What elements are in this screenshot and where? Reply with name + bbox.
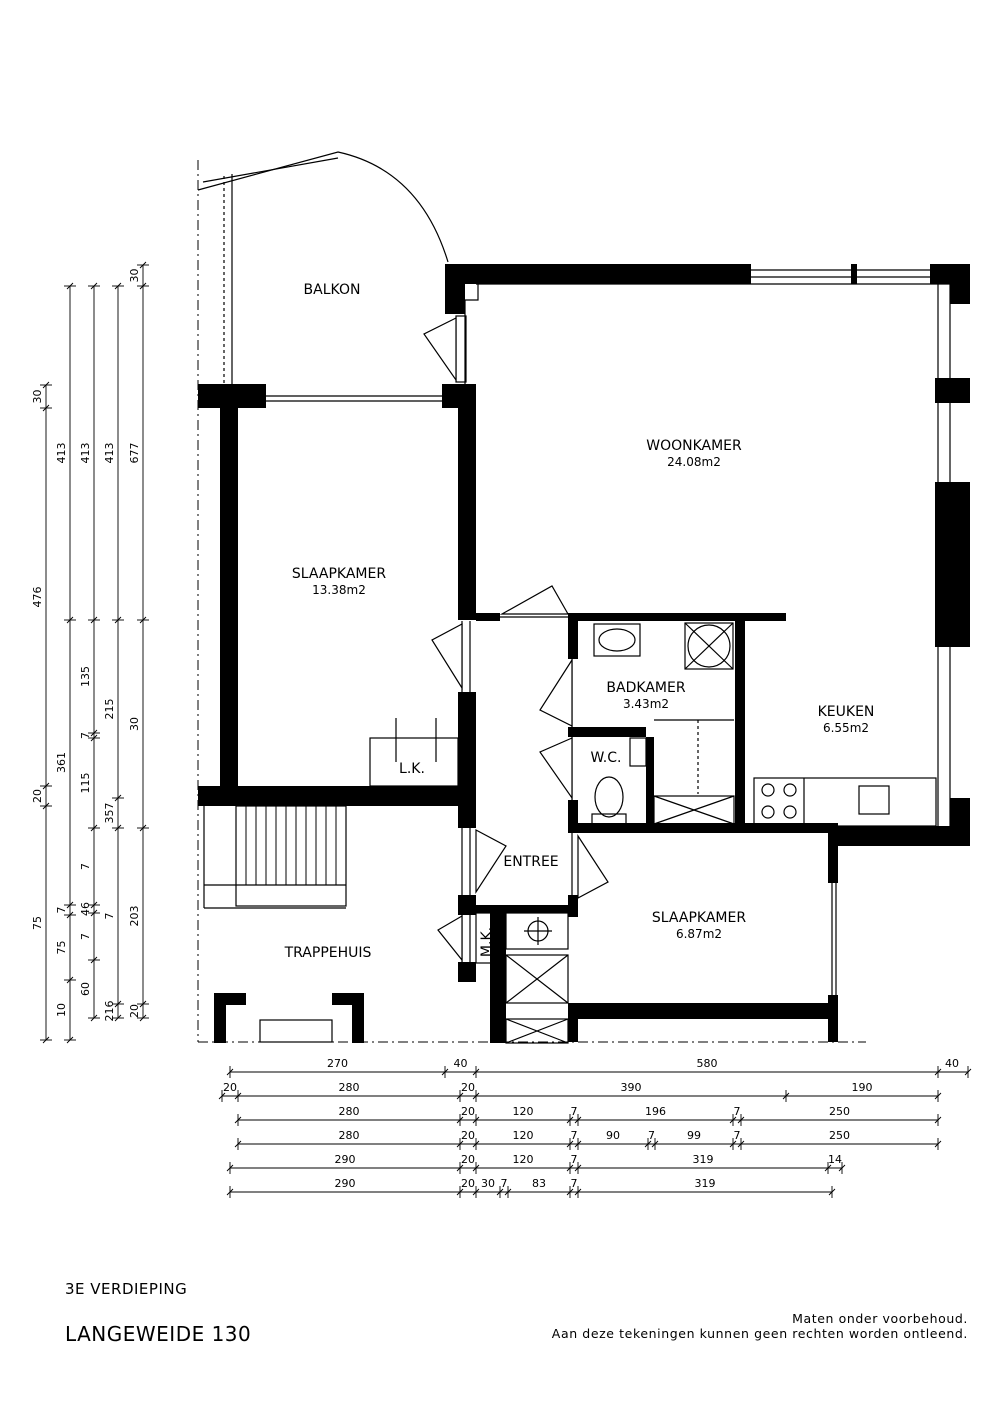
room-labels: BALKON WOONKAMER 24.08m2 SLAAPKAMER 13.3… [284,282,875,961]
dimension-label: 7 [571,1129,578,1142]
dimension-label: 280 [339,1105,360,1118]
dimension-label: 20 [128,1004,141,1018]
dimension-label: 190 [852,1081,873,1094]
dimension-label: 40 [945,1057,959,1070]
label-mk: M.K. [479,927,495,957]
area-woonkamer: 24.08m2 [667,455,721,469]
dimension-label: 60 [79,982,92,996]
dimension-label: 20 [461,1129,475,1142]
disclaimer-line-1: Maten onder voorbehoud. [792,1311,968,1326]
dimension-label: 30 [128,717,141,731]
dimension-label: 120 [513,1129,534,1142]
area-slaapkamer-1: 13.38m2 [312,583,366,597]
dimension-label: 7 [103,913,116,920]
dimension-label: 319 [693,1153,714,1166]
dimension-label: 20 [461,1177,475,1190]
dimension-label: 20 [31,789,44,803]
dimension-label: 216 [103,1001,116,1022]
label-woonkamer: WOONKAMER [646,438,742,454]
dimension-label: 250 [829,1129,850,1142]
dimension-label: 7 [734,1129,741,1142]
dimension-label: 75 [31,916,44,930]
dimension-label: 361 [55,752,68,773]
disclaimer: Maten onder voorbehoud. Aan deze tekenin… [552,1311,968,1341]
dimension-label: 120 [513,1105,534,1118]
dimension-label: 30 [31,390,44,404]
dimension-label: 30 [481,1177,495,1190]
dimension-lines-bottom: 270 40 580 40 20 280 20 390 190 280 20 120 7 196 7 250 2… [218,1057,972,1198]
dimension-label: 357 [103,803,116,824]
dimension-label: 580 [697,1057,718,1070]
label-slaapkamer-1: SLAAPKAMER [292,566,386,582]
dimension-label: 135 [79,666,92,687]
disclaimer-line-2: Aan deze tekeningen kunnen geen rechten … [551,1326,968,1341]
dimension-label: 7 [79,933,92,940]
dimension-label: 203 [128,906,141,927]
dimension-label: 46 [79,902,92,916]
area-slaapkamer-2: 6.87m2 [676,927,722,941]
dimension-label: 30 [128,269,141,283]
area-badkamer: 3.43m2 [623,697,669,711]
label-badkamer: BADKAMER [606,680,685,696]
dimension-label: 7 [79,732,92,739]
label-lk: L.K. [399,761,425,777]
dimension-label: 10 [55,1003,68,1017]
dimension-label: 75 [55,941,68,955]
dimension-label: 196 [645,1105,666,1118]
doors [423,317,609,962]
balcony-outline [197,151,449,386]
label-keuken: KEUKEN [818,704,875,720]
dimension-label: 413 [79,443,92,464]
property-line [197,160,866,1043]
dimension-label: 280 [339,1081,360,1094]
dimension-label: 413 [103,443,116,464]
dimension-label: 677 [128,443,141,464]
walls [198,264,970,1043]
floor-label: 3E VERDIEPING [65,1280,188,1298]
dimension-label: 319 [695,1177,716,1190]
dimension-label: 280 [339,1129,360,1142]
dimension-label: 83 [532,1177,546,1190]
dimension-label: 215 [103,699,116,720]
area-keuken: 6.55m2 [823,721,869,735]
dimension-label: 7 [79,863,92,870]
dimension-label: 7 [501,1177,508,1190]
dimension-label: 390 [621,1081,642,1094]
dimension-label: 290 [335,1177,356,1190]
dimension-label: 250 [829,1105,850,1118]
dimension-label: 20 [223,1081,237,1094]
stove [761,783,797,819]
label-wc: W.C. [591,750,622,766]
dimension-label: 14 [828,1153,842,1166]
dimension-label: 40 [454,1057,468,1070]
dimension-label: 20 [461,1081,475,1094]
dimension-label: 413 [55,443,68,464]
dimension-label: 476 [31,587,44,608]
wall-outlines [203,269,951,1044]
dimension-label: 290 [335,1153,356,1166]
dimension-label: 90 [606,1129,620,1142]
dimension-label: 20 [461,1105,475,1118]
dimension-label: 270 [327,1057,348,1070]
label-entree: ENTREE [503,854,558,870]
label-balkon: BALKON [304,282,361,298]
dimension-label: 7 [734,1105,741,1118]
dimension-label: 7 [571,1105,578,1118]
dimension-label: 7 [648,1129,655,1142]
stair-steps [245,806,347,885]
dimension-label: 7 [571,1177,578,1190]
address-label: LANGEWEIDE 130 [65,1322,252,1346]
dimension-label: 7 [571,1153,578,1166]
dimension-label: 120 [513,1153,534,1166]
label-trappehuis: TRAPPEHUIS [284,945,372,961]
dimension-lines-left: 30 476 20 75 413 361 7 75 10 413 135 7 115 7 46 7 60 413 2… [31,261,149,1044]
dimension-label: 20 [461,1153,475,1166]
label-slaapkamer-2: SLAAPKAMER [652,910,746,926]
dimension-label: 99 [687,1129,701,1142]
dimension-label: 7 [55,907,68,914]
dimension-label: 115 [79,773,92,794]
